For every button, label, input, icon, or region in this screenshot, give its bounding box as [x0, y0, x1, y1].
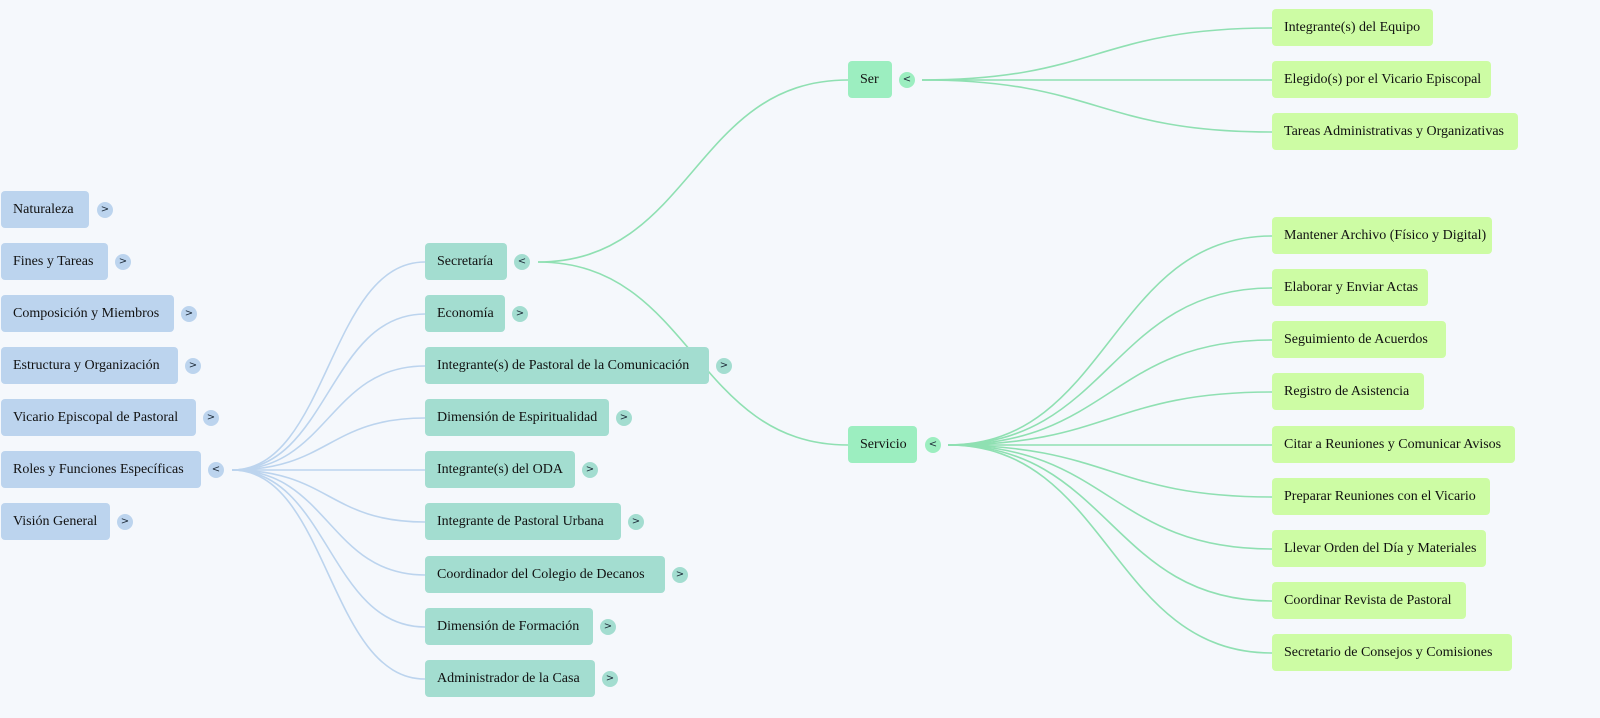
node-composicion-y-miembros[interactable]: Composición y Miembros: [1, 295, 174, 332]
node-label: Integrante(s) del Equipo: [1284, 19, 1421, 35]
node-vision-general[interactable]: Visión General: [1, 503, 110, 540]
node-label: Integrante de Pastoral Urbana: [437, 513, 604, 529]
node-colegio-decanos[interactable]: Coordinador del Colegio de Decanos: [425, 556, 665, 593]
node-label: Roles y Funciones Específicas: [13, 461, 184, 477]
edge-servicio-to-item: [947, 235, 1273, 446]
edge-servicio-to-item: [947, 391, 1273, 446]
node-label: Ser: [860, 71, 879, 87]
node-label: Estructura y Organización: [13, 357, 160, 373]
expand-toggle[interactable]: >: [181, 306, 197, 322]
leaf-elegidos-vicario[interactable]: Elegido(s) por el Vicario Episcopal: [1272, 61, 1491, 98]
edge-servicio-to-item: [947, 444, 1273, 498]
node-label: Registro de Asistencia: [1284, 383, 1410, 399]
expand-toggle[interactable]: >: [203, 410, 219, 426]
leaf-tareas-administrativas[interactable]: Tareas Administrativas y Organizativas: [1272, 113, 1518, 150]
node-label: Coordinador del Colegio de Decanos: [437, 566, 645, 582]
node-estructura-y-organizacion[interactable]: Estructura y Organización: [1, 347, 178, 384]
leaf-integrantes-equipo[interactable]: Integrante(s) del Equipo: [1272, 9, 1433, 46]
edge-servicio-to-item: [947, 444, 1273, 654]
expand-toggle[interactable]: >: [185, 358, 201, 374]
edge-servicio-to-item: [947, 444, 1273, 550]
node-label: Economía: [437, 305, 494, 321]
collapse-toggle[interactable]: <: [925, 437, 941, 453]
node-naturaleza[interactable]: Naturaleza: [1, 191, 89, 228]
edge-roles-to-role: [231, 469, 426, 576]
node-label: Mantener Archivo (Físico y Digital): [1284, 227, 1487, 243]
leaf-citar-reuniones[interactable]: Citar a Reuniones y Comunicar Avisos: [1272, 426, 1515, 463]
leaf-mantener-archivo[interactable]: Mantener Archivo (Físico y Digital): [1272, 217, 1492, 254]
edge-secretaria-to-ser: [537, 79, 849, 263]
node-label: Dimensión de Espiritualidad: [437, 409, 598, 425]
node-label: Vicario Episcopal de Pastoral: [13, 409, 179, 425]
node-roles-y-funciones-especificas[interactable]: Roles y Funciones Específicas: [1, 451, 201, 488]
expand-toggle[interactable]: >: [628, 514, 644, 530]
node-label: Fines y Tareas: [13, 253, 94, 269]
node-dimension-formacion[interactable]: Dimensión de Formación: [425, 608, 593, 645]
node-label: Secretario de Consejos y Comisiones: [1284, 644, 1493, 660]
node-administrador-casa[interactable]: Administrador de la Casa: [425, 660, 595, 697]
expand-toggle[interactable]: >: [117, 514, 133, 530]
node-label: Elaborar y Enviar Actas: [1284, 279, 1419, 295]
node-label: Dimensión de Formación: [437, 618, 580, 634]
node-label: Tareas Administrativas y Organizativas: [1284, 123, 1504, 139]
node-fines-y-tareas[interactable]: Fines y Tareas: [1, 243, 108, 280]
leaf-revista-pastoral[interactable]: Coordinar Revista de Pastoral: [1272, 582, 1466, 619]
edge-ser-to-item: [921, 79, 1273, 133]
node-label: Secretaría: [437, 253, 493, 269]
leaf-orden-del-dia[interactable]: Llevar Orden del Día y Materiales: [1272, 530, 1486, 567]
node-ser[interactable]: Ser: [848, 61, 892, 98]
node-label: Administrador de la Casa: [437, 670, 580, 686]
edge-servicio-to-item: [947, 444, 1273, 602]
edge-servicio-to-item: [947, 287, 1273, 446]
expand-toggle[interactable]: >: [716, 358, 732, 374]
node-dimension-espiritualidad[interactable]: Dimensión de Espiritualidad: [425, 399, 609, 436]
node-pastoral-urbana[interactable]: Integrante de Pastoral Urbana: [425, 503, 621, 540]
node-vicario-episcopal-de-pastoral[interactable]: Vicario Episcopal de Pastoral: [1, 399, 196, 436]
edge-roles-to-role: [231, 469, 426, 628]
edge-ser-to-item: [921, 27, 1273, 81]
edge-roles-to-role: [231, 365, 426, 471]
expand-toggle[interactable]: >: [115, 254, 131, 270]
expand-toggle[interactable]: >: [616, 410, 632, 426]
collapse-toggle[interactable]: <: [208, 462, 224, 478]
leaf-secretario-consejos[interactable]: Secretario de Consejos y Comisiones: [1272, 634, 1512, 671]
expand-toggle[interactable]: >: [600, 619, 616, 635]
node-pastoral-comunicacion[interactable]: Integrante(s) de Pastoral de la Comunica…: [425, 347, 709, 384]
node-label: Integrante(s) de Pastoral de la Comunica…: [437, 357, 690, 373]
edge-servicio-to-item: [947, 339, 1273, 446]
node-label: Seguimiento de Acuerdos: [1284, 331, 1428, 347]
edge-roles-to-role: [231, 469, 426, 680]
expand-toggle[interactable]: >: [582, 462, 598, 478]
edge-roles-to-role: [231, 417, 426, 471]
edge-roles-to-role: [231, 313, 426, 471]
node-label: Composición y Miembros: [13, 305, 160, 321]
node-label: Elegido(s) por el Vicario Episcopal: [1284, 71, 1482, 87]
node-label: Naturaleza: [13, 201, 74, 217]
leaf-registro-asistencia[interactable]: Registro de Asistencia: [1272, 373, 1424, 410]
node-economia[interactable]: Economía: [425, 295, 505, 332]
node-label: Coordinar Revista de Pastoral: [1284, 592, 1452, 608]
node-label: Llevar Orden del Día y Materiales: [1284, 540, 1477, 556]
collapse-toggle[interactable]: <: [899, 72, 915, 88]
node-label: Integrante(s) del ODA: [437, 461, 563, 477]
leaf-seguimiento-acuerdos[interactable]: Seguimiento de Acuerdos: [1272, 321, 1446, 358]
node-label: Citar a Reuniones y Comunicar Avisos: [1284, 436, 1502, 452]
node-label: Visión General: [13, 513, 98, 529]
edge-roles-to-role: [231, 261, 426, 471]
leaf-elaborar-actas[interactable]: Elaborar y Enviar Actas: [1272, 269, 1428, 306]
node-secretaria[interactable]: Secretaría: [425, 243, 507, 280]
leaf-preparar-reuniones[interactable]: Preparar Reuniones con el Vicario: [1272, 478, 1490, 515]
edge-roles-to-role: [231, 469, 426, 523]
node-integrantes-oda[interactable]: Integrante(s) del ODA: [425, 451, 575, 488]
expand-toggle[interactable]: >: [602, 671, 618, 687]
node-label: Servicio: [860, 436, 907, 452]
collapse-toggle[interactable]: <: [514, 254, 530, 270]
node-servicio[interactable]: Servicio: [848, 426, 917, 463]
node-label: Preparar Reuniones con el Vicario: [1284, 488, 1476, 504]
expand-toggle[interactable]: >: [97, 202, 113, 218]
expand-toggle[interactable]: >: [672, 567, 688, 583]
expand-toggle[interactable]: >: [512, 306, 528, 322]
